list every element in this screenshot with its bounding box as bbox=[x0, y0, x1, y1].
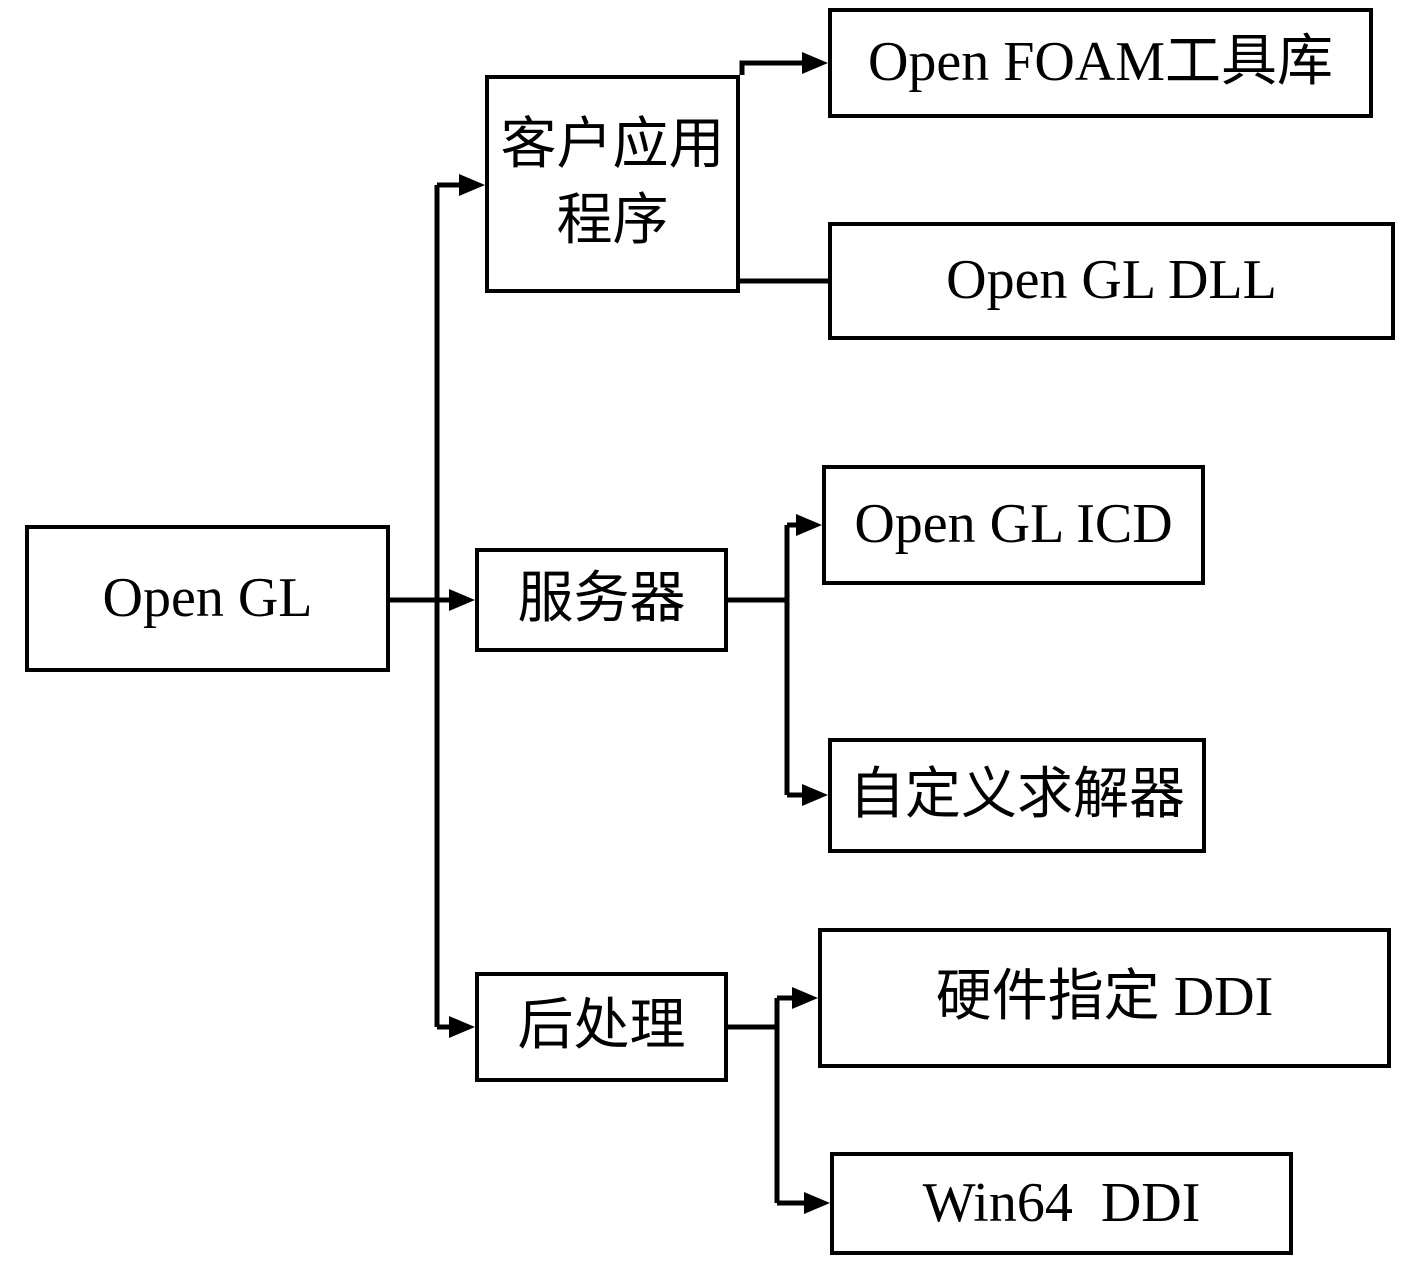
node-open-gl: Open GL bbox=[25, 525, 390, 672]
edge-server-branch bbox=[728, 525, 790, 795]
node-server: 服务器 bbox=[475, 548, 728, 652]
arrowhead-icon bbox=[804, 1192, 830, 1214]
node-win64-ddi: Win64 DDI bbox=[830, 1152, 1293, 1255]
edge-postproc-branch bbox=[728, 998, 780, 1203]
arrowhead-icon bbox=[449, 589, 475, 611]
arrowhead-icon bbox=[792, 987, 818, 1009]
node-post-processing: 后处理 bbox=[475, 972, 728, 1082]
node-openfoam-toolkit: Open FOAM工具库 bbox=[828, 8, 1373, 118]
node-opengl-icd: Open GL ICD bbox=[822, 465, 1205, 585]
arrowhead-icon bbox=[459, 174, 485, 196]
arrowhead-icon bbox=[449, 1016, 475, 1038]
edge-to-openfoam bbox=[739, 60, 803, 75]
arrowhead-icon bbox=[802, 784, 828, 806]
node-hardware-ddi: 硬件指定 DDI bbox=[818, 928, 1391, 1068]
arrowhead-icon bbox=[796, 514, 822, 536]
arrowhead-icon bbox=[802, 52, 828, 74]
node-custom-solver: 自定义求解器 bbox=[828, 738, 1206, 853]
node-client-application: 客户应用程序 bbox=[485, 75, 740, 293]
node-opengl-dll: Open GL DLL bbox=[828, 222, 1395, 340]
